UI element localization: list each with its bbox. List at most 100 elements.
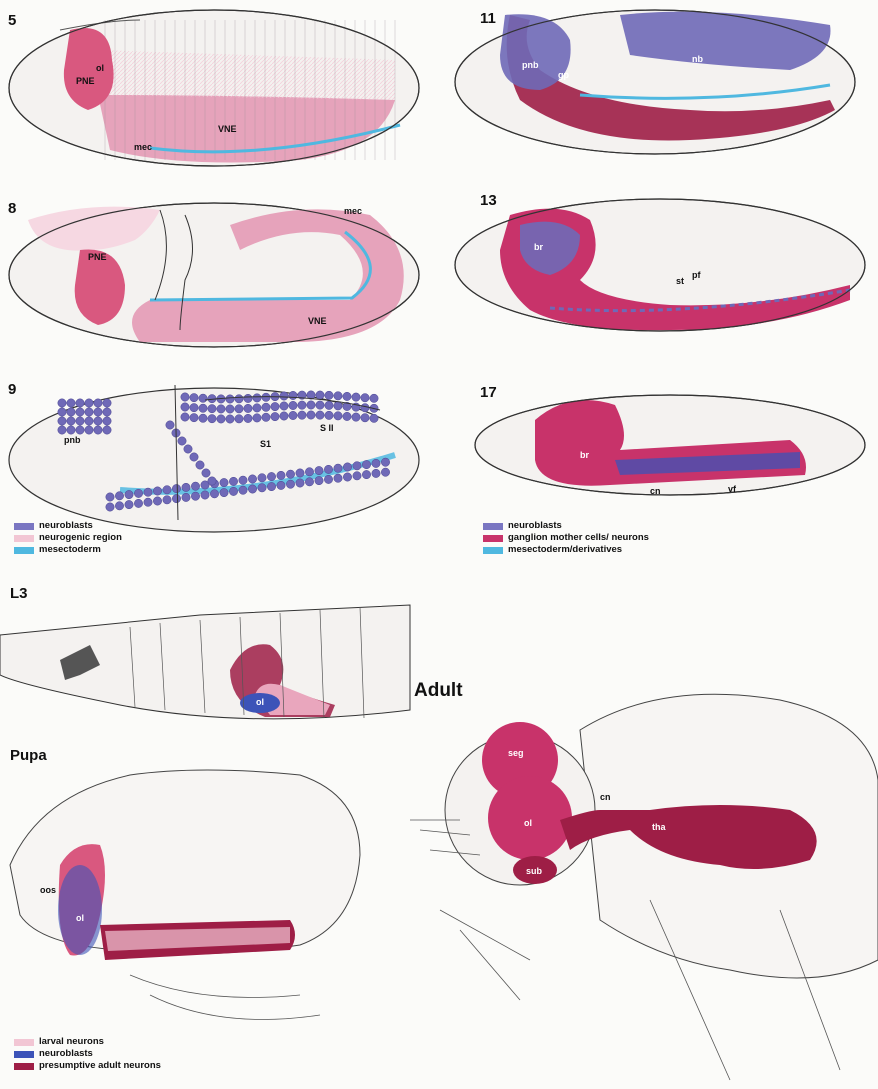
neuroblast-dot	[184, 445, 192, 453]
legend-label: neurogenic region	[39, 532, 122, 544]
neuroblast-dot	[190, 413, 198, 421]
neuroblast-dot	[267, 482, 275, 490]
neuroblast-dot	[85, 417, 93, 425]
neuroblast-dot	[289, 391, 297, 399]
neuroblast-dot	[277, 481, 285, 489]
neuroblast-dot	[352, 393, 360, 401]
legend-swatch	[483, 547, 503, 554]
stage-label-5: 5	[8, 12, 16, 29]
neuroblast-dot	[103, 408, 111, 416]
neuroblast-dot	[286, 480, 294, 488]
neuroblast-dot	[372, 469, 380, 477]
label-cn: cn	[650, 486, 661, 496]
neuroblast-dot	[316, 411, 324, 419]
label-mec: mec	[344, 206, 362, 216]
neuroblast-dot	[94, 417, 102, 425]
neuroblast-dot	[235, 395, 243, 403]
neuroblast-dot	[85, 426, 93, 434]
label-gp: gp	[558, 70, 569, 80]
neuroblast-dot	[244, 414, 252, 422]
embryo-stage-8-drawing	[0, 190, 430, 380]
label-nb: nb	[692, 54, 703, 64]
neuroblast-dot	[163, 496, 171, 504]
neuroblast-dot	[325, 411, 333, 419]
neuroblast-dot	[181, 403, 189, 411]
neuroblast-dot	[163, 486, 171, 494]
legend-item: presumptive adult neurons	[14, 1060, 161, 1072]
neuroblast-dot	[134, 499, 142, 507]
legend-item: mesectoderm/derivatives	[483, 544, 649, 556]
neuroblast-dot	[210, 490, 218, 498]
neuroblast-dot	[94, 399, 102, 407]
neuroblast-dot	[226, 415, 234, 423]
label-pnb: pnb	[522, 60, 539, 70]
panel-stage-8: 8 PNE VNE mec	[0, 190, 430, 380]
neuroblast-dot	[277, 471, 285, 479]
neuroblast-dot	[229, 487, 237, 495]
legend-label: neuroblasts	[39, 520, 93, 532]
stage-label-pupa: Pupa	[10, 747, 47, 764]
neuroblast-dot	[106, 503, 114, 511]
legend-item: mesectoderm	[14, 544, 122, 556]
panel-adult: Adult seg ol sub cn tha	[400, 660, 878, 1083]
neuroblast-dot	[172, 484, 180, 492]
embryo-stage-9-drawing	[0, 375, 430, 590]
neuroblast-dot	[324, 465, 332, 473]
larva-l3-drawing	[0, 585, 430, 745]
neuroblast-dot	[325, 401, 333, 409]
legend-item: neuroblasts	[14, 1048, 161, 1060]
neuroblast-dot	[361, 404, 369, 412]
panel-stage-9: 9 pnb S1 S II	[0, 375, 430, 590]
neuroblast-dot	[94, 426, 102, 434]
label-st: st	[676, 276, 684, 286]
legend-swatch	[14, 547, 34, 554]
neuroblast-dot	[181, 413, 189, 421]
neuroblast-dot	[296, 469, 304, 477]
neuroblast-dot	[76, 408, 84, 416]
neuroblast-dot	[76, 417, 84, 425]
neuroblast-dot	[244, 394, 252, 402]
legend-swatch	[14, 535, 34, 542]
neuroblast-dot	[144, 488, 152, 496]
neuroblast-dot	[144, 498, 152, 506]
label-oos: oos	[40, 885, 56, 895]
stage-label-9: 9	[8, 381, 16, 398]
neuroblast-dot	[334, 392, 342, 400]
neuroblast-dot	[262, 403, 270, 411]
neuroblast-dot	[196, 461, 204, 469]
neuroblast-dot	[316, 391, 324, 399]
neuroblast-dot	[76, 399, 84, 407]
neuroblast-dot	[67, 399, 75, 407]
legend-swatch	[14, 1039, 34, 1046]
neuroblast-dot	[307, 411, 315, 419]
neuroblast-dot	[226, 405, 234, 413]
stage-label-adult: Adult	[414, 680, 463, 702]
neuroblast-dot	[115, 492, 123, 500]
legend-label: neuroblasts	[508, 520, 562, 532]
neuroblast-dot	[125, 500, 133, 508]
neuroblast-dot	[153, 487, 161, 495]
neuroblast-dot	[253, 394, 261, 402]
neuroblast-dot	[262, 393, 270, 401]
legend-swatch	[14, 1051, 34, 1058]
neuroblast-dot	[103, 426, 111, 434]
neuroblast-dot	[58, 417, 66, 425]
neuroblast-dot	[76, 426, 84, 434]
embryo-stage-13-drawing	[430, 190, 878, 380]
legend-swatch	[483, 523, 503, 530]
neuroblast-dot	[217, 415, 225, 423]
legend-item: ganglion mother cells/ neurons	[483, 532, 649, 544]
neuroblast-dot	[307, 401, 315, 409]
neuroblast-dot	[298, 401, 306, 409]
neuroblast-dot	[325, 391, 333, 399]
neuroblast-dot	[208, 477, 216, 485]
neuroblast-dot	[343, 392, 351, 400]
neuroblast-dot	[289, 401, 297, 409]
neuroblast-dot	[115, 502, 123, 510]
label-tha: tha	[652, 822, 666, 832]
label-vf: vf	[728, 484, 736, 494]
label-pne: PNE	[76, 76, 95, 86]
legend-label: mesectoderm	[39, 544, 101, 556]
neuroblast-dot	[248, 475, 256, 483]
neuroblast-dot	[134, 489, 142, 497]
